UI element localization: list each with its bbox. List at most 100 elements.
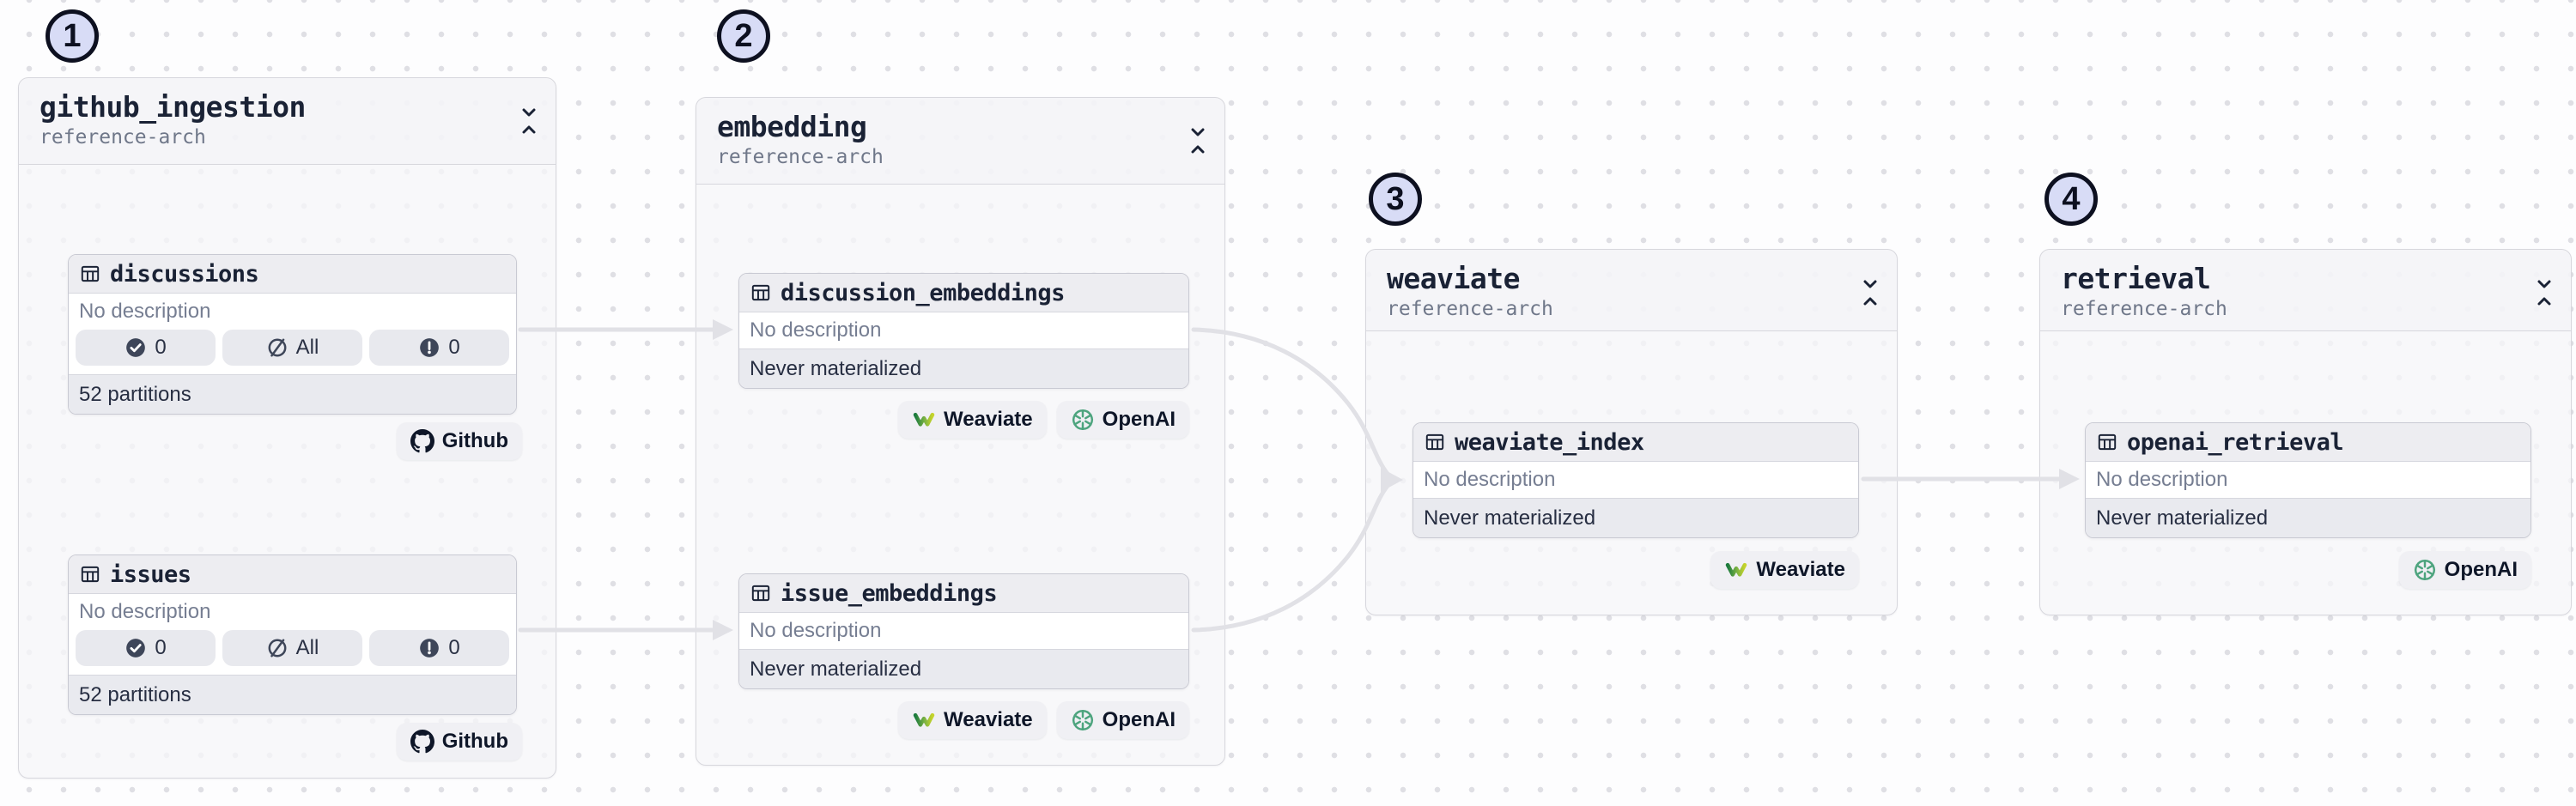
table-icon [81, 566, 100, 583]
step-marker-label: 3 [1386, 180, 1405, 217]
asset-header: weaviate_index [1413, 423, 1858, 462]
pill-label: All [295, 636, 319, 659]
asset-description: No description [739, 312, 1188, 348]
asset-description: No description [1413, 462, 1858, 498]
failed-partitions-pill[interactable]: 0 [369, 330, 509, 366]
asset-name: discussion_embeddings [781, 279, 1065, 306]
asset-node-openai-retrieval[interactable]: openai_retrieval No description Never ma… [2085, 422, 2531, 538]
table-icon [751, 585, 770, 602]
kind-tag-label: OpenAI [2444, 558, 2518, 581]
group-subtitle: reference-arch [39, 126, 206, 148]
collapse-icon[interactable] [519, 107, 538, 135]
asset-description: No description [2086, 462, 2530, 498]
slash-circle-icon [268, 639, 287, 658]
pill-label: 0 [448, 336, 460, 359]
kind-tag-openai[interactable]: OpenAI [1056, 401, 1189, 439]
kind-tag-label: OpenAI [1102, 708, 1176, 731]
group-title: github_ingestion [39, 90, 306, 124]
step-marker-4: 4 [2044, 173, 2098, 226]
asset-description: No description [69, 294, 516, 330]
kind-tag-label: Weaviate [1756, 558, 1845, 581]
kind-tag-row: OpenAI [2398, 551, 2531, 589]
asset-name: issues [110, 561, 191, 588]
check-circle-icon [126, 639, 146, 658]
step-marker-label: 1 [63, 17, 82, 54]
failed-partitions-pill[interactable]: 0 [369, 630, 509, 666]
asset-node-discussions[interactable]: discussions No description 0 All 0 52 pa… [68, 254, 517, 415]
asset-node-discussion-embeddings[interactable]: discussion_embeddings No description Nev… [738, 273, 1189, 389]
group-subtitle: reference-arch [1387, 298, 1553, 320]
asset-materialization-footer: Never materialized [1413, 498, 1858, 537]
github-icon [410, 429, 434, 453]
table-icon [751, 284, 770, 301]
step-marker-3: 3 [1369, 173, 1422, 226]
group-header[interactable]: retrieval reference-arch [2040, 250, 2571, 331]
weaviate-icon [913, 712, 935, 727]
asset-materialization-footer: Never materialized [739, 348, 1188, 388]
check-circle-icon [126, 338, 146, 357]
step-marker-1: 1 [46, 9, 99, 63]
asset-header: openai_retrieval [2086, 423, 2530, 462]
missing-partitions-pill[interactable]: All [222, 630, 362, 666]
kind-tag-row: Github [396, 723, 522, 761]
weaviate-icon [913, 412, 935, 427]
asset-description: No description [69, 594, 516, 630]
collapse-icon[interactable] [1188, 127, 1207, 155]
step-marker-2: 2 [717, 9, 770, 63]
table-icon [2098, 433, 2117, 451]
asset-header: issues [69, 555, 516, 594]
asset-name: discussions [110, 260, 259, 288]
kind-tag-weaviate[interactable]: Weaviate [1710, 551, 1859, 589]
missing-partitions-pill[interactable]: All [222, 330, 362, 366]
collapse-icon[interactable] [1861, 279, 1880, 306]
collapse-icon[interactable] [2535, 279, 2554, 306]
asset-node-issue-embeddings[interactable]: issue_embeddings No description Never ma… [738, 573, 1189, 689]
github-icon [410, 730, 434, 754]
group-subtitle: reference-arch [717, 146, 884, 168]
kind-tag-weaviate[interactable]: Weaviate [898, 701, 1047, 739]
kind-tag-github[interactable]: Github [396, 422, 522, 460]
pill-label: 0 [448, 636, 460, 659]
checks-passed-pill[interactable]: 0 [76, 630, 216, 666]
kind-tag-label: Weaviate [944, 408, 1033, 431]
asset-partitions-footer: 52 partitions [69, 374, 516, 414]
table-icon [1425, 433, 1444, 451]
group-title: weaviate [1387, 262, 1520, 295]
asset-header: issue_embeddings [739, 574, 1188, 613]
slash-circle-icon [268, 338, 287, 357]
asset-partitions-footer: 52 partitions [69, 675, 516, 714]
checks-passed-pill[interactable]: 0 [76, 330, 216, 366]
kind-tag-openai[interactable]: OpenAI [1056, 701, 1189, 739]
asset-node-issues[interactable]: issues No description 0 All 0 52 partiti… [68, 555, 517, 715]
kind-tag-github[interactable]: Github [396, 723, 522, 761]
openai-icon [1072, 409, 1093, 430]
asset-materialization-footer: Never materialized [739, 649, 1188, 688]
group-subtitle: reference-arch [2061, 298, 2227, 320]
weaviate-icon [1726, 562, 1747, 577]
asset-status-pills: 0 All 0 [69, 330, 516, 374]
alert-circle-icon [420, 338, 440, 357]
asset-name: openai_retrieval [2127, 428, 2344, 456]
kind-tag-openai[interactable]: OpenAI [2398, 551, 2531, 589]
kind-tag-row: Github [396, 422, 522, 460]
group-header[interactable]: weaviate reference-arch [1366, 250, 1897, 331]
asset-materialization-footer: Never materialized [2086, 498, 2530, 537]
openai-icon [1072, 710, 1093, 730]
alert-circle-icon [420, 639, 440, 658]
group-header[interactable]: embedding reference-arch [696, 98, 1224, 185]
step-marker-label: 2 [734, 17, 753, 54]
asset-node-weaviate-index[interactable]: weaviate_index No description Never mate… [1413, 422, 1859, 538]
asset-status-pills: 0 All 0 [69, 630, 516, 675]
asset-description: No description [739, 613, 1188, 649]
kind-tag-row: Weaviate [1710, 551, 1859, 589]
kind-tag-row: Weaviate OpenAI [898, 401, 1189, 439]
asset-header: discussion_embeddings [739, 274, 1188, 312]
kind-tag-weaviate[interactable]: Weaviate [898, 401, 1047, 439]
asset-name: weaviate_index [1455, 428, 1644, 456]
openai-icon [2414, 560, 2435, 580]
pill-label: 0 [155, 636, 167, 659]
table-icon [81, 265, 100, 282]
kind-tag-label: OpenAI [1102, 408, 1176, 431]
group-header[interactable]: github_ingestion reference-arch [19, 78, 556, 165]
